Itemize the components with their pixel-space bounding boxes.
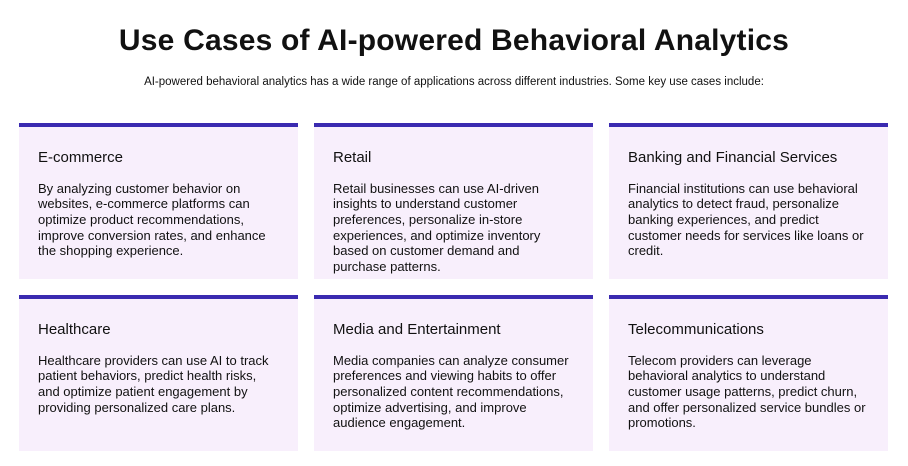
use-case-card-retail: Retail Retail businesses can use AI-driv… [314, 122, 593, 279]
card-body: Healthcare providers can use AI to track… [38, 352, 269, 415]
page-header: Use Cases of AI-powered Behavioral Analy… [0, 24, 908, 90]
card-body: Financial institutions can use behaviora… [628, 180, 864, 259]
card-body: By analyzing customer behavior on websit… [38, 180, 266, 259]
card-title: E-commerce [38, 148, 124, 166]
use-case-card-telecom: Telecommunications Telecom providers can… [609, 294, 888, 451]
card-title: Banking and Financial Services [628, 148, 838, 166]
use-cases-grid: E-commerce By analyzing customer behavio… [19, 122, 888, 451]
use-case-card-ecommerce: E-commerce By analyzing customer behavio… [19, 122, 298, 279]
card-title: Healthcare [38, 320, 111, 338]
card-title: Media and Entertainment [333, 320, 501, 338]
card-body: Media companies can analyze consumer pre… [333, 352, 569, 431]
page-subtitle: AI-powered behavioral analytics has a wi… [144, 76, 764, 88]
use-case-card-banking: Banking and Financial Services Financial… [609, 122, 888, 279]
card-title: Telecommunications [628, 320, 764, 338]
page-title: Use Cases of AI-powered Behavioral Analy… [118, 24, 790, 57]
card-body: Retail businesses can use AI-driven insi… [333, 180, 541, 274]
use-case-card-healthcare: Healthcare Healthcare providers can use … [19, 294, 298, 451]
card-title: Retail [333, 148, 372, 166]
use-case-card-media: Media and Entertainment Media companies … [314, 294, 593, 451]
card-body: Telecom providers can leverage behaviora… [628, 352, 866, 431]
